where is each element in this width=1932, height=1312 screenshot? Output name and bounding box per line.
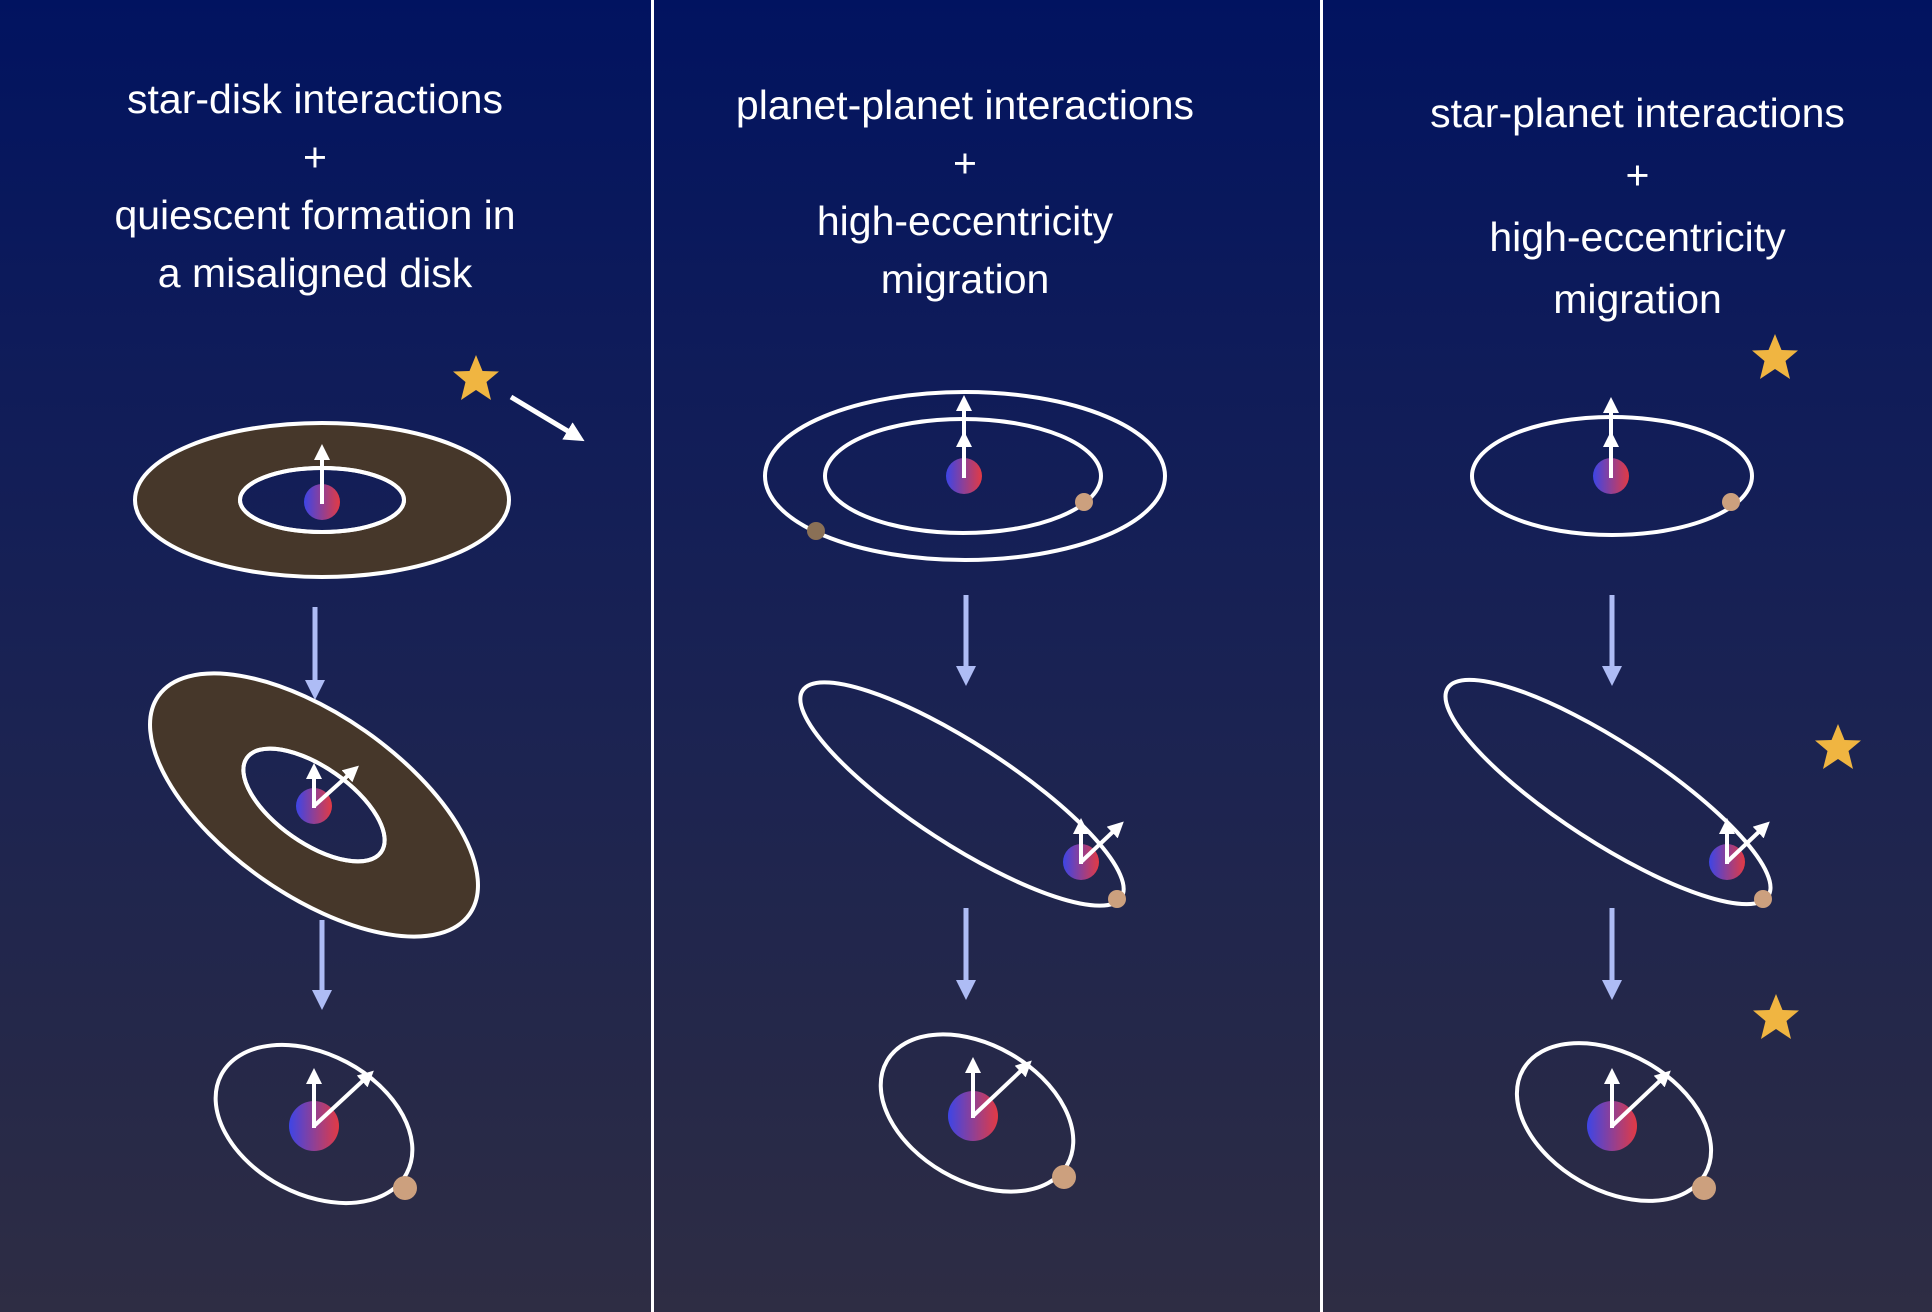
panel-1-stage-1-disk-system bbox=[132, 421, 512, 579]
panel-3-stage-2-orbit-normal-arrow bbox=[1725, 821, 1770, 864]
panel-1-stage-3-system bbox=[213, 1042, 417, 1206]
panel-3-stage-1-planet bbox=[1722, 493, 1740, 511]
companion-star-icon bbox=[453, 355, 499, 400]
panel-2-stage-3-orbit bbox=[878, 1032, 1076, 1194]
panel-2-stage-1-outer-orbit bbox=[763, 390, 1167, 562]
panel-2-title-line-4: migration bbox=[880, 256, 1050, 302]
panel-3-stage-3-orbit bbox=[1514, 1041, 1714, 1203]
panel-3-stage-3-orbit-normal-arrow bbox=[1610, 1070, 1671, 1128]
panel-2-title-line-3: high-eccentricity bbox=[816, 198, 1114, 244]
panel-3-title-line-3: high-eccentricity bbox=[1489, 214, 1786, 260]
panel-2-title-line-2: + bbox=[953, 140, 977, 186]
panel-3-companion-star-2 bbox=[1815, 724, 1861, 769]
panel-2-stage-3-system bbox=[878, 1032, 1076, 1194]
panel-1-stage-1-inner-edge bbox=[237, 466, 407, 534]
panel-1-stage-3-orbit-normal-arrow bbox=[312, 1070, 374, 1128]
panel-1-title-line-1: star-disk interactions bbox=[127, 76, 503, 122]
panel-3-stage-2-eccentric-orbit bbox=[1443, 677, 1773, 907]
panel-1-companion-star bbox=[453, 355, 585, 442]
panel-3-companion-star-1 bbox=[1752, 334, 1798, 379]
panel-2-title: planet-planet interactions + high-eccent… bbox=[680, 76, 1250, 308]
panel-1-stage-3-planet bbox=[393, 1176, 417, 1200]
panel-2-title-line-1: planet-planet interactions bbox=[735, 82, 1195, 128]
panel-2-stage-2-planet bbox=[1108, 890, 1126, 908]
panel-1-companion-motion-arrow bbox=[509, 394, 585, 442]
panel-3-title-line-4: migration bbox=[1553, 276, 1722, 322]
panel-1-stage-2-disk-system bbox=[148, 671, 480, 939]
panel-2-stage-2-system bbox=[798, 680, 1126, 908]
panel-3-stage-2-system bbox=[1443, 677, 1773, 908]
panel-3-stage-1-system bbox=[1470, 397, 1754, 537]
panel-3-companion-star-3 bbox=[1753, 994, 1799, 1039]
panel-divider-2 bbox=[1320, 0, 1323, 1312]
panel-2-stage-3-orbit-normal-arrow bbox=[971, 1060, 1032, 1118]
panel-2-stage-2-orbit-normal-arrow bbox=[1079, 821, 1124, 864]
panel-1-stage-2-inner-edge bbox=[241, 746, 387, 864]
panel-2-stage-1-outer-planet bbox=[807, 522, 825, 540]
panel-3-stage-2-planet bbox=[1754, 890, 1772, 908]
panel-2-stage-3-planet bbox=[1052, 1165, 1076, 1189]
panel-1-stage-3-orbit bbox=[213, 1042, 415, 1206]
panel-divider-1 bbox=[651, 0, 654, 1312]
panel-3-title-line-2: + bbox=[1625, 152, 1650, 198]
panel-3-stage-3-system bbox=[1514, 1041, 1716, 1203]
panel-1-title-line-4: a misaligned disk bbox=[157, 250, 473, 296]
panel-2-stage-1-system bbox=[763, 390, 1167, 562]
panel-1-stage-2-orbit-normal-arrow bbox=[312, 765, 359, 808]
panel-3-title-line-1: star-planet interactions bbox=[1430, 90, 1845, 136]
panel-2-stage-1-inner-planet bbox=[1075, 493, 1093, 511]
panel-2-stage-2-eccentric-orbit bbox=[798, 680, 1126, 908]
panel-1-title: star-disk interactions + quiescent forma… bbox=[60, 70, 570, 302]
panel-3-stage-3-planet bbox=[1692, 1176, 1716, 1200]
panel-1-title-line-3: quiescent formation in bbox=[114, 192, 516, 238]
panel-1-title-line-2: + bbox=[303, 134, 327, 180]
panel-3-title: star-planet interactions + high-eccentri… bbox=[1360, 82, 1915, 330]
